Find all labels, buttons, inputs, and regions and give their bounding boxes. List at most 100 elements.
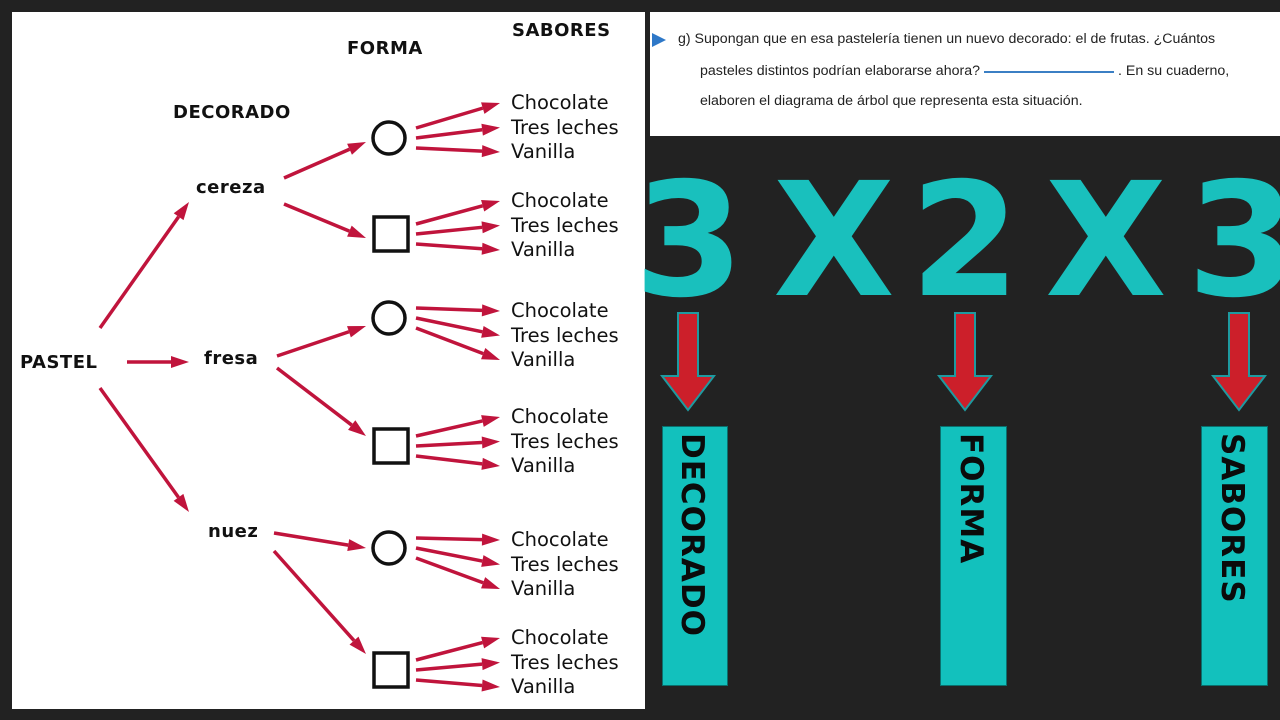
- tree-arrow-head: [481, 436, 500, 449]
- decoration-fresa: fresa: [204, 348, 259, 369]
- flavor-item: Tres leches: [511, 323, 619, 347]
- tree-arrow-head: [173, 202, 189, 221]
- tree-arrow-line: [415, 146, 483, 153]
- question-line-3: elaboren el diagrama de árbol que repres…: [700, 93, 1083, 109]
- tree-arrow-line: [415, 454, 483, 466]
- down-arrow-icon: [660, 312, 716, 412]
- tree-arrow-head: [481, 102, 500, 114]
- circle-shape-node: [371, 120, 407, 156]
- tree-arrow-head: [481, 658, 500, 671]
- tree-arrow-head: [481, 415, 500, 427]
- tree-arrow-head: [348, 420, 366, 436]
- tree-arrow-head: [481, 457, 500, 470]
- tree-arrow-head: [481, 304, 500, 317]
- label-sabores: SABORES: [1201, 426, 1268, 686]
- flavor-group-6: Chocolate Tres leches Vanilla: [511, 626, 619, 700]
- answer-blank[interactable]: [984, 71, 1114, 73]
- tree-arrow-line: [415, 640, 484, 662]
- flavor-group-3: Chocolate Tres leches Vanilla: [511, 299, 619, 373]
- flavor-item: Vanilla: [511, 675, 576, 698]
- tree-arrow-line: [275, 366, 353, 427]
- label-forma-text: FORMA: [953, 433, 989, 565]
- square-shape-node: [372, 427, 410, 465]
- tree-arrow-head: [481, 533, 500, 546]
- tree-arrow-line: [415, 306, 483, 313]
- label-sabores-text: SABORES: [1214, 433, 1250, 604]
- tree-arrow-line: [415, 326, 484, 356]
- tree-arrow-head: [481, 636, 500, 649]
- flavor-item: Chocolate: [511, 405, 609, 428]
- tree-arrow-line: [415, 556, 484, 585]
- header-decorado: DECORADO: [173, 102, 291, 123]
- tree-arrow-line: [415, 242, 483, 251]
- tree-arrow-line: [273, 531, 349, 547]
- flavor-item: Chocolate: [511, 528, 609, 551]
- tree-arrow-line: [98, 215, 181, 330]
- tree-arrow-line: [283, 147, 351, 180]
- header-forma: FORMA: [347, 38, 423, 59]
- label-decorado: DECORADO: [662, 426, 728, 686]
- tree-arrow-head: [481, 242, 500, 255]
- flavor-item: Vanilla: [511, 238, 576, 261]
- times-sign-2: X: [1045, 149, 1167, 333]
- tree-arrow-head: [347, 225, 366, 238]
- tree-diagram-panel: FORMA SABORES DECORADO PASTEL cereza fre…: [12, 12, 645, 709]
- down-arrow-icon: [1211, 312, 1267, 412]
- tree-arrow-head: [481, 325, 500, 338]
- label-decorado-text: DECORADO: [674, 433, 710, 637]
- tree-arrow-line: [276, 330, 350, 358]
- flavor-item: Chocolate: [511, 299, 609, 322]
- flavor-item: Tres leches: [511, 650, 619, 674]
- tree-arrow-line: [415, 225, 483, 236]
- tree-arrow-head: [347, 326, 366, 338]
- down-arrow-icon: [937, 312, 993, 412]
- tree-arrow-head: [481, 555, 500, 567]
- tree-arrow-line: [415, 316, 483, 334]
- tree-arrow-head: [481, 347, 500, 360]
- flavor-item: Vanilla: [511, 454, 576, 477]
- factor-forma: 2: [910, 149, 1020, 333]
- flavor-item: Tres leches: [511, 115, 619, 139]
- flavor-item: Chocolate: [511, 626, 609, 649]
- flavor-item: Vanilla: [511, 348, 576, 371]
- question-panel: g) Supongan que en esa pastelería tienen…: [650, 12, 1280, 136]
- flavor-group-2: Chocolate Tres leches Vanilla: [511, 189, 619, 263]
- tree-arrow-line: [415, 678, 483, 688]
- flavor-item: Chocolate: [511, 189, 609, 212]
- tree-arrow-line: [98, 386, 180, 499]
- tree-arrow-head: [349, 636, 366, 654]
- question-line-2-end: . En su cuaderno,: [1118, 63, 1230, 79]
- triangle-right-icon: [652, 33, 666, 47]
- flavor-item: Vanilla: [511, 140, 576, 163]
- tree-arrow-line: [415, 106, 484, 130]
- flavor-group-1: Chocolate Tres leches Vanilla: [511, 91, 619, 165]
- flavor-item: Tres leches: [511, 213, 619, 237]
- question-line-1: g) Supongan que en esa pastelería tienen…: [678, 31, 1216, 47]
- flavor-item: Tres leches: [511, 429, 619, 453]
- tree-arrow-line: [415, 419, 483, 438]
- tree-arrow-line: [283, 202, 351, 233]
- tree-arrow-head: [481, 577, 500, 589]
- tree-arrow-head: [171, 356, 189, 368]
- question-line-2-start: pasteles distintos podrían elaborarse ah…: [700, 63, 980, 79]
- tree-arrow-head: [481, 199, 500, 212]
- factor-sabores: 3: [1187, 149, 1280, 333]
- flavor-item: Vanilla: [511, 577, 576, 600]
- tree-arrow-head: [347, 539, 366, 552]
- tree-arrow-line: [415, 536, 483, 542]
- times-sign-1: X: [773, 149, 895, 333]
- square-shape-node: [372, 651, 410, 689]
- decoration-nuez: nuez: [208, 521, 259, 542]
- circle-shape-node: [371, 530, 407, 566]
- tree-arrow-head: [481, 221, 500, 234]
- tree-arrow-line: [415, 440, 483, 448]
- flavor-item: Tres leches: [511, 552, 619, 576]
- tree-arrow-line: [415, 127, 483, 140]
- circle-shape-node: [371, 300, 407, 336]
- flavor-group-4: Chocolate Tres leches Vanilla: [511, 405, 619, 479]
- tree-diagram-svg: [98, 102, 500, 692]
- tree-arrow-head: [173, 493, 189, 512]
- tree-arrow-head: [347, 142, 366, 155]
- root-pastel: PASTEL: [20, 352, 98, 373]
- flavor-group-5: Chocolate Tres leches Vanilla: [511, 528, 619, 602]
